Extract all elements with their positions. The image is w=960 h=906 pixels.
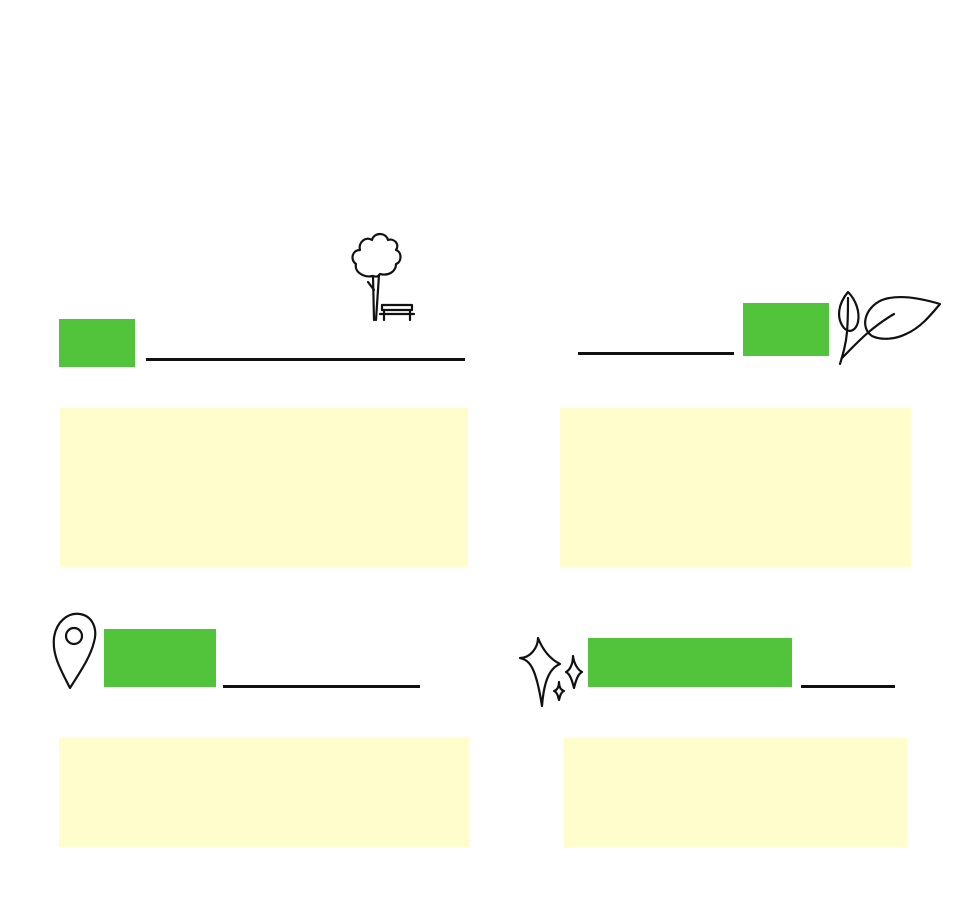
note-box-top-right [560,408,911,567]
heading-underline-bottom-right [801,685,895,688]
heading-tag-bottom-left [104,629,216,687]
map-pin-icon [52,612,97,690]
leaves-icon [838,290,942,366]
sparkles-icon [518,636,584,708]
heading-underline-bottom-left [223,685,420,688]
note-box-top-left [60,408,468,567]
heading-tag-top-right [743,303,829,356]
heading-tag-bottom-right [588,638,792,687]
note-box-bottom-right [564,738,907,847]
note-box-bottom-left [59,738,469,847]
heading-underline-top-left [146,358,465,361]
tree-bench-icon [351,232,416,322]
heading-tag-top-left [59,319,135,367]
heading-underline-top-right [578,352,734,355]
